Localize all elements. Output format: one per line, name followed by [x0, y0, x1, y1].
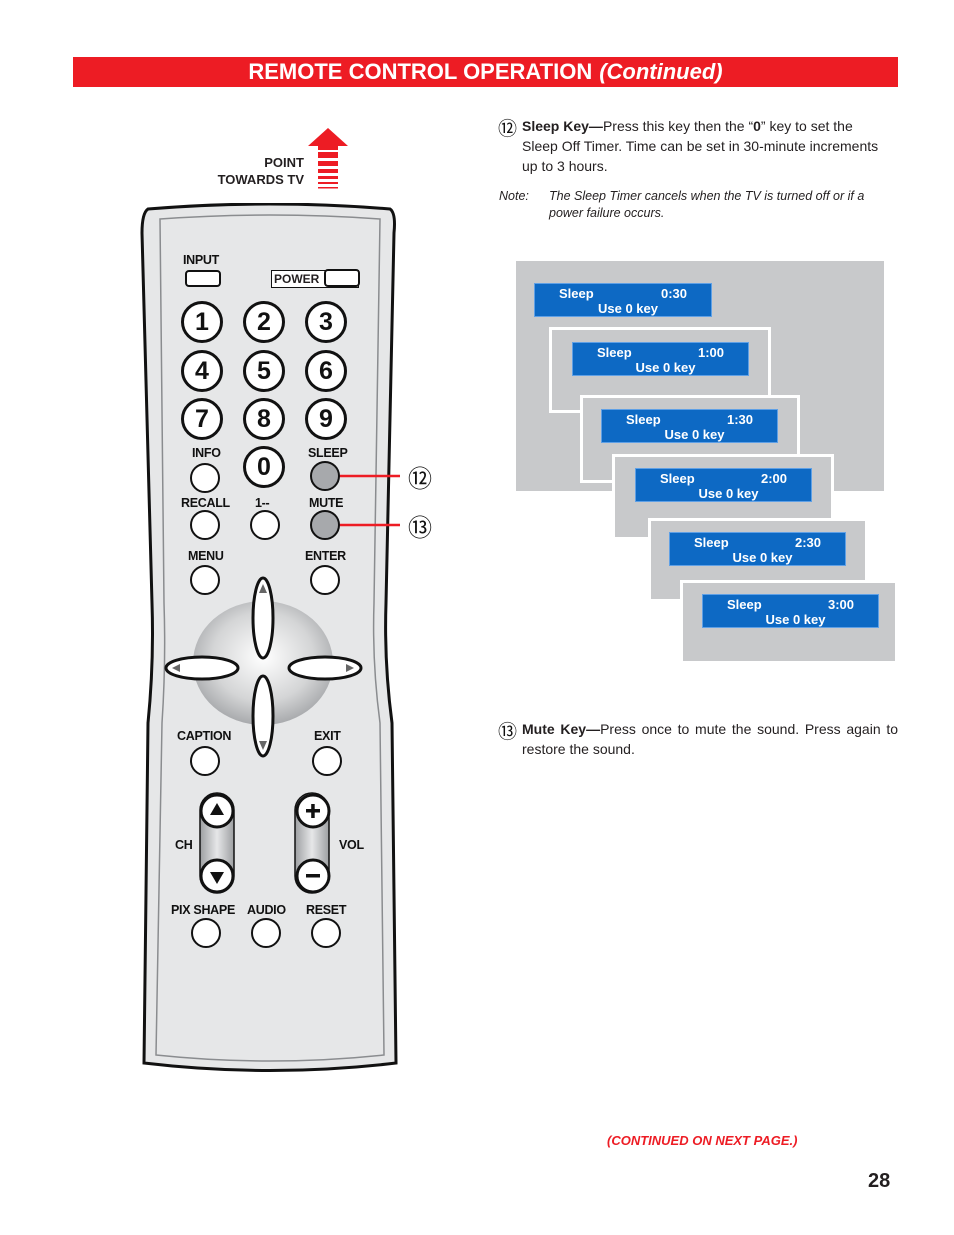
one-dash-label: 1-- — [255, 496, 270, 510]
dpad-left-button[interactable] — [166, 656, 240, 680]
page-number: 28 — [868, 1170, 891, 1192]
osd-sleep-box: Sleep 1:00 Use 0 key — [572, 342, 749, 376]
input-label: INPUT — [183, 253, 220, 267]
digit-5-button[interactable]: 5 — [243, 350, 285, 392]
point-towards-tv-label: POINT TOWARDS TV — [217, 155, 304, 187]
digit-3-button[interactable]: 3 — [305, 301, 347, 343]
callout-12: ⑫ — [408, 466, 432, 493]
page-title-suffix: (Continued) — [599, 59, 723, 84]
recall-button[interactable] — [190, 510, 220, 540]
reset-button[interactable] — [311, 918, 341, 948]
digit-0-button[interactable]: 0 — [243, 446, 285, 488]
osd-sleep-box: Sleep 0:30 Use 0 key — [534, 283, 712, 317]
mute-key-number: ⑬ — [498, 722, 518, 743]
osd-sleep-box: Sleep 2:00 Use 0 key — [635, 468, 812, 502]
power-button-group: POWER — [271, 269, 360, 288]
digit-7-button[interactable]: 7 — [181, 398, 223, 440]
page-title-banner: REMOTE CONTROL OPERATION (Continued) — [73, 57, 898, 87]
mute-label: MUTE — [309, 496, 344, 510]
page-title: REMOTE CONTROL OPERATION — [248, 59, 593, 84]
exit-button[interactable] — [312, 746, 342, 776]
power-button[interactable] — [324, 269, 360, 287]
digit-1-button[interactable]: 1 — [181, 301, 223, 343]
sleep-button[interactable] — [310, 461, 340, 491]
sleep-key-number: ⑫ — [498, 119, 518, 140]
note-text: The Sleep Timer cancels when the TV is t… — [549, 189, 865, 220]
sleep-key-description: Sleep Key—Press this key then the “0” ke… — [522, 118, 879, 174]
osd-sleep-box: Sleep 3:00 Use 0 key — [702, 594, 879, 628]
mute-key-title: Mute Key— — [522, 721, 601, 737]
sleep-key-title: Sleep Key— — [522, 118, 603, 134]
volume-down-button[interactable] — [297, 860, 329, 892]
reset-label: RESET — [306, 903, 347, 917]
power-label: POWER — [274, 272, 320, 286]
channel-down-button[interactable] — [201, 860, 233, 892]
dpad-up-button[interactable] — [253, 578, 275, 650]
pix-shape-button[interactable] — [191, 918, 221, 948]
audio-button[interactable] — [251, 918, 281, 948]
menu-label: MENU — [188, 549, 224, 563]
digit-9-button[interactable]: 9 — [305, 398, 347, 440]
channel-up-button[interactable] — [201, 795, 233, 827]
digit-2-button[interactable]: 2 — [243, 301, 285, 343]
ch-label: CH — [175, 838, 193, 852]
mute-key-description: Mute Key—Press once to mute the sound. P… — [522, 721, 899, 757]
digit-4-button[interactable]: 4 — [181, 350, 223, 392]
continued-note: (CONTINUED ON NEXT PAGE.) — [607, 1133, 798, 1148]
digit-6-button[interactable]: 6 — [305, 350, 347, 392]
enter-button[interactable] — [310, 565, 340, 595]
caption-label: CAPTION — [177, 729, 232, 743]
dpad-down-button[interactable] — [253, 680, 275, 752]
enter-label: ENTER — [305, 549, 346, 563]
volume-up-button[interactable] — [297, 795, 329, 827]
info-button[interactable] — [190, 463, 220, 493]
sleep-label: SLEEP — [308, 446, 348, 460]
up-arrow-icon — [308, 128, 348, 189]
caption-button[interactable] — [190, 746, 220, 776]
osd-sleep-box: Sleep 1:30 Use 0 key — [601, 409, 778, 443]
mute-button[interactable] — [310, 510, 340, 540]
info-label: INFO — [192, 446, 221, 460]
vol-label: VOL — [339, 838, 364, 852]
pix-shape-label: PIX SHAPE — [171, 903, 235, 917]
one-dash-button[interactable] — [250, 510, 280, 540]
digit-8-button[interactable]: 8 — [243, 398, 285, 440]
menu-button[interactable] — [190, 565, 220, 595]
osd-sleep-box: Sleep 2:30 Use 0 key — [669, 532, 846, 566]
exit-label: EXIT — [314, 729, 341, 743]
note-label: Note: — [499, 189, 529, 203]
callout-13: ⑬ — [408, 515, 432, 542]
audio-label: AUDIO — [247, 903, 286, 917]
dpad-right-button[interactable] — [289, 656, 363, 680]
input-button[interactable] — [185, 270, 221, 287]
recall-label: RECALL — [181, 496, 230, 510]
